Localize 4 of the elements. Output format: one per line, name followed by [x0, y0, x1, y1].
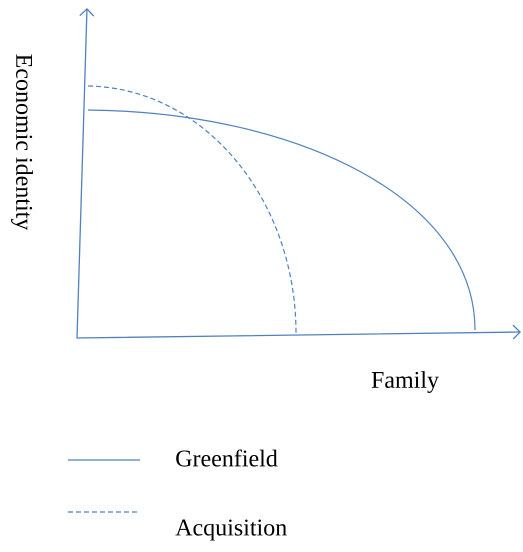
axis-label: Economic identity	[11, 54, 33, 230]
legend-label: Acquisition	[175, 520, 287, 540]
legend-label: Greenfield	[176, 449, 278, 467]
axis-label: Family	[372, 371, 439, 393]
